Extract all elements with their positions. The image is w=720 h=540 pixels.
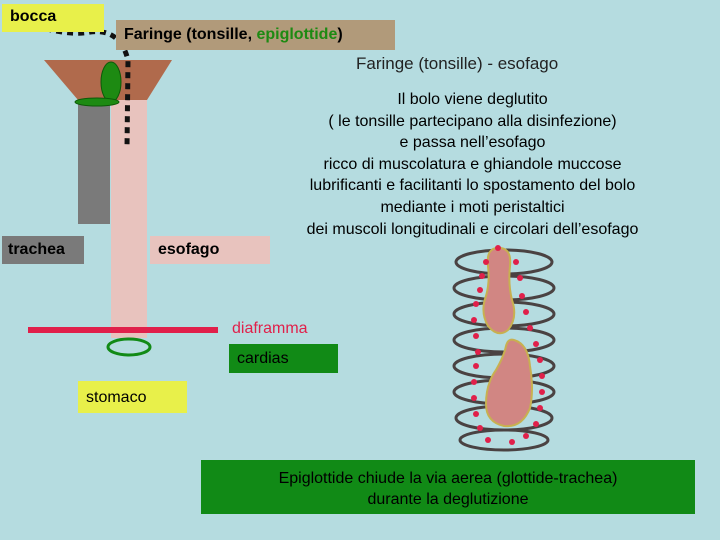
label-diaframma: diaframma [232, 320, 308, 337]
epiglottis-leaf [100, 61, 122, 103]
description-line: Il bolo viene deglutito [397, 91, 548, 108]
bolus-upper [482, 246, 516, 335]
bolus-path [3, 11, 131, 149]
label-esofago: esofago [150, 236, 270, 264]
trachea-tube [78, 100, 110, 224]
epiglottis-base [74, 97, 120, 107]
label-epiglottide-text: epiglottide [256, 26, 338, 43]
label-bocca: bocca [2, 4, 104, 32]
label-trachea: trachea [2, 236, 84, 264]
cardias-ring [106, 337, 152, 357]
label-faringe-close: ) [337, 26, 343, 43]
esophagus-tube [111, 98, 147, 338]
longitudinal-muscle-dots [471, 245, 545, 445]
label-faringe-esofago: Faringe (tonsille) - esofago [356, 54, 559, 73]
description-text: Il bolo viene deglutito ( le tonsille pa… [255, 89, 690, 240]
note-line: Epiglottide chiude la via aerea (glottid… [278, 470, 618, 487]
label-faringe-epiglottide: Faringe (tonsille, epiglottide) [116, 20, 395, 50]
label-cardias: cardias [229, 344, 338, 373]
bolus-lower [484, 338, 533, 428]
label-faringe-text: Faringe (tonsille, [124, 26, 257, 43]
note-line: durante la deglutizione [367, 491, 529, 508]
description-line: ricco di muscolatura e ghiandole muccose [323, 155, 622, 173]
description-line: e passa nell’esofago [399, 134, 546, 152]
label-stomaco: stomaco [78, 381, 187, 413]
description-line: dei muscoli longitudinali e circolari de… [306, 220, 639, 238]
epiglottis-note: Epiglottide chiude la via aerea (glottid… [201, 460, 695, 514]
description-line: mediante i moti peristaltici [380, 198, 565, 216]
description-line: ( le tonsille partecipano alla disinfezi… [328, 112, 617, 130]
description-line: lubrificanti e facilitanti lo spostament… [309, 177, 636, 195]
